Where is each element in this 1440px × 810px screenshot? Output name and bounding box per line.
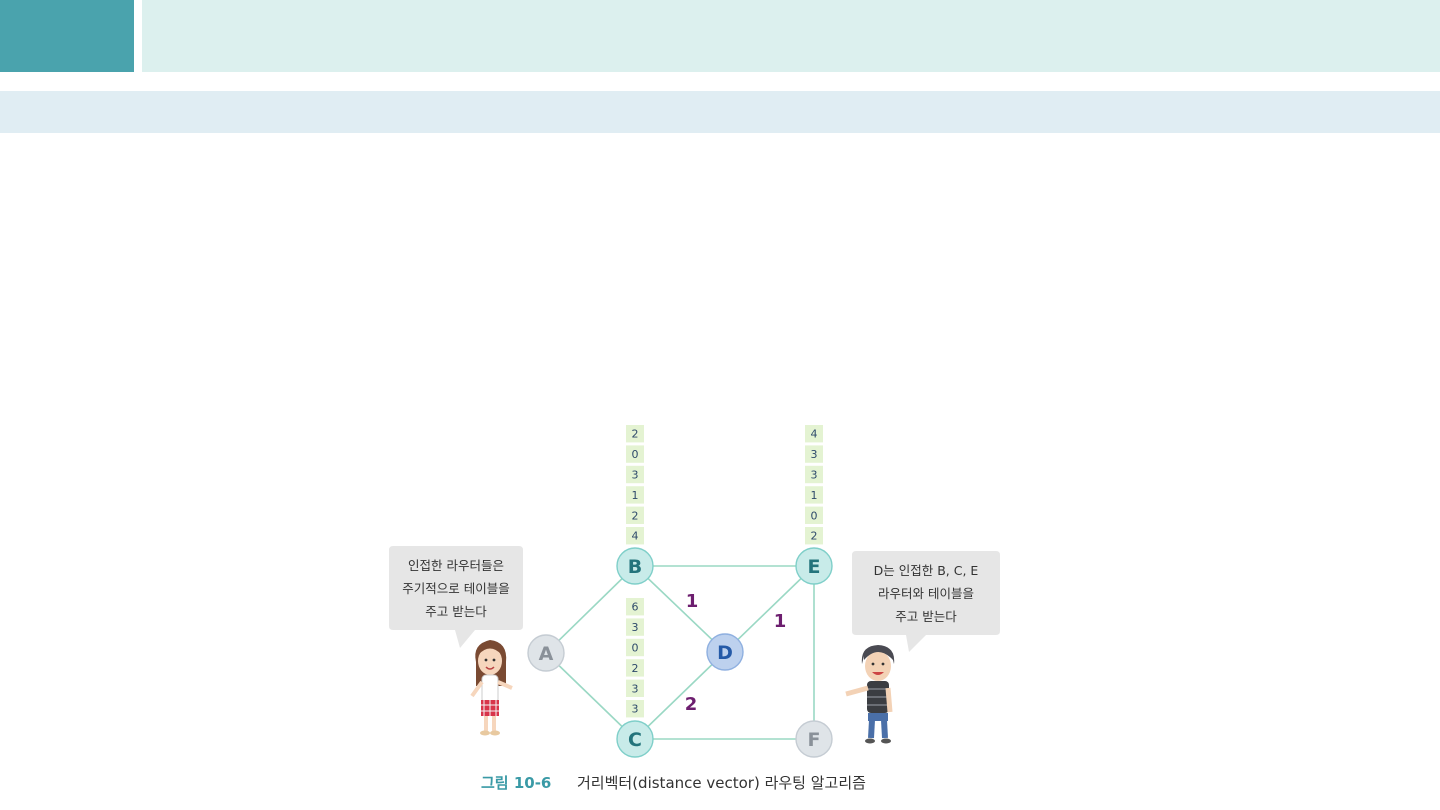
table-cell — [626, 486, 644, 504]
table-cell — [626, 465, 644, 484]
router-node-circle — [706, 633, 744, 671]
table-cell — [626, 527, 644, 545]
right-bubble-line-1: D는 인접한 B, C, E — [874, 563, 979, 578]
routing-table-c: 6 3 0 2 3 3 — [626, 598, 644, 718]
router-node-circle — [616, 547, 654, 585]
routing-tables: 2 0 3 1 2 4 4 3 3 1 0 2 6 3 0 2 3 3 — [626, 425, 823, 718]
right-speech-bubble: D는 인접한 B, C, E 라우터와 테이블을 주고 받는다 — [852, 551, 1000, 652]
table-cell-value: 1 — [811, 489, 818, 502]
edge-weights: 1 1 2 — [685, 591, 787, 715]
edge-b-d — [634, 565, 726, 653]
router-node-circle — [527, 634, 565, 672]
table-cell-value: 3 — [632, 621, 639, 634]
edge-weight-d-e: 1 — [774, 611, 787, 632]
figure-title: 거리벡터(distance vector) 라우팅 알고리즘 — [577, 774, 866, 792]
table-cell-value: 3 — [632, 682, 639, 695]
router-node-label: E — [808, 556, 821, 578]
table-cell — [626, 679, 644, 697]
table-cell-value: 6 — [632, 601, 639, 614]
router-node-label: C — [628, 729, 642, 751]
table-cell-value: 3 — [811, 448, 818, 461]
table-cell — [805, 486, 823, 504]
table-cell-value: 4 — [811, 428, 818, 441]
table-cell-value: 3 — [632, 703, 639, 716]
girl-character-illustration — [470, 640, 513, 736]
table-cell-value: 2 — [811, 530, 818, 543]
left-speech-bubble: 인접한 라우터들은 주기적으로 테이블을 주고 받는다 — [389, 546, 523, 648]
router-node-circle — [795, 720, 833, 758]
table-cell — [626, 506, 644, 524]
figure-number: 그림 10-6 — [481, 774, 551, 792]
boy-character-illustration — [845, 645, 895, 744]
router-node-circle — [616, 720, 654, 758]
table-cell — [805, 465, 823, 484]
header-band — [142, 0, 1440, 72]
edge-layer — [545, 565, 815, 740]
subheader-band — [0, 91, 1440, 133]
router-node-circle — [795, 547, 833, 585]
table-cell — [805, 445, 823, 463]
left-bubble-line-1: 인접한 라우터들은 — [408, 558, 504, 573]
table-cell — [626, 445, 644, 463]
edge-weight-c-d: 2 — [685, 694, 698, 715]
table-cell-value: 3 — [632, 469, 639, 482]
table-cell-value: 3 — [811, 469, 818, 482]
right-bubble-line-2: 라우터와 테이블을 — [878, 586, 974, 601]
router-node-label: D — [717, 642, 733, 664]
router-node-d: D — [706, 633, 744, 671]
table-cell — [805, 506, 823, 524]
routing-table-e: 4 3 3 1 0 2 — [805, 425, 823, 545]
right-bubble-line-3: 주고 받는다 — [895, 609, 957, 624]
router-node-c: C — [616, 720, 654, 758]
edge-a-c — [545, 652, 636, 740]
router-node-label: F — [808, 729, 821, 751]
table-cell-value: 0 — [632, 448, 639, 461]
routing-table-b: 2 0 3 1 2 4 — [626, 425, 644, 545]
router-node-f: F — [795, 720, 833, 758]
table-cell-value: 2 — [632, 509, 639, 522]
table-cell — [626, 425, 644, 443]
table-cell — [626, 618, 644, 636]
table-cell — [805, 425, 823, 443]
router-node-label: A — [539, 643, 554, 665]
table-cell-value: 0 — [632, 642, 639, 655]
router-node-a: A — [527, 634, 565, 672]
edge-d-e — [724, 565, 815, 653]
left-bubble-line-2: 주기적으로 테이블을 — [402, 581, 509, 596]
header-accent-block — [0, 0, 134, 72]
table-cell — [626, 598, 644, 616]
table-cell-value: 1 — [632, 489, 639, 502]
edge-a-b — [545, 565, 636, 654]
router-nodes: A B C D E F — [527, 547, 833, 758]
table-cell — [626, 638, 644, 657]
router-node-e: E — [795, 547, 833, 585]
table-cell-value: 0 — [811, 509, 818, 522]
router-node-b: B — [616, 547, 654, 585]
table-cell-value: 4 — [632, 530, 639, 543]
table-cell — [805, 527, 823, 545]
table-cell — [626, 700, 644, 718]
edge-c-d — [634, 651, 726, 740]
router-node-label: B — [628, 556, 642, 578]
table-cell-value: 2 — [632, 662, 639, 675]
table-cell — [626, 659, 644, 677]
table-cell-value: 2 — [632, 428, 639, 441]
left-bubble-line-3: 주고 받는다 — [425, 604, 487, 619]
edge-weight-b-d: 1 — [686, 591, 699, 612]
